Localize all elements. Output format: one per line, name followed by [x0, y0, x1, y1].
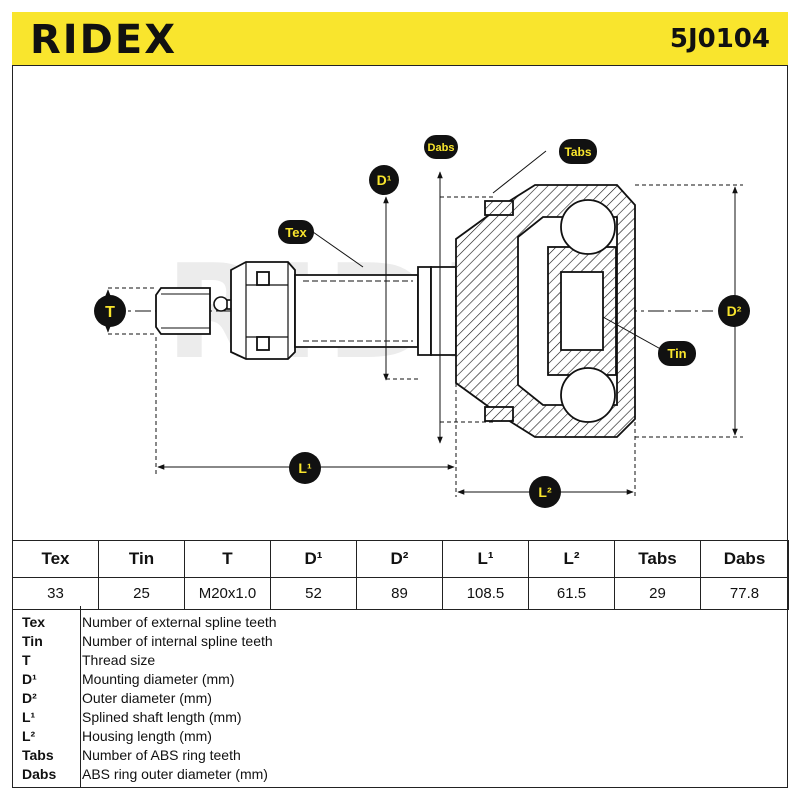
legend-key: D² [22, 690, 37, 706]
label-d2: D² [727, 303, 742, 319]
ridex-logo: RIDEX [30, 17, 178, 63]
legend-key: Tin [22, 633, 43, 649]
spec-value: 61.5 [528, 577, 615, 610]
spec-header: D² [356, 540, 443, 578]
castle-nut [230, 261, 296, 360]
legend-row: L² Housing length (mm) [12, 727, 788, 746]
legend-divider [80, 606, 81, 788]
legend-row: Dabs ABS ring outer diameter (mm) [12, 765, 788, 784]
spec-header: L² [528, 540, 615, 578]
spec-value: 89 [356, 577, 443, 610]
spec-header: T [184, 540, 271, 578]
spec-value: 33 [12, 577, 99, 610]
legend-desc: Number of ABS ring teeth [82, 747, 241, 763]
spec-value: 77.8 [700, 577, 789, 610]
spec-table: Tex Tin T D¹ D² L¹ L² Tabs Dabs 33 25 M2… [12, 540, 789, 610]
legend-key: Dabs [22, 766, 57, 782]
legend-row: D² Outer diameter (mm) [12, 689, 788, 708]
spec-value: 25 [98, 577, 185, 610]
label-l1: L¹ [298, 460, 312, 476]
spec-value: 52 [270, 577, 357, 610]
spec-value: 29 [614, 577, 701, 610]
spec-value-row: 33 25 M20x1.0 52 89 108.5 61.5 29 77.8 [12, 577, 789, 610]
label-tex: Tex [285, 225, 307, 240]
legend-row: L¹ Splined shaft length (mm) [12, 708, 788, 727]
dimension-badges: T D¹ Tex Dabs Tabs D² Tin L¹ L² [94, 135, 750, 508]
spec-header: L¹ [442, 540, 529, 578]
label-l2: L² [538, 484, 552, 500]
spec-header: Tabs [614, 540, 701, 578]
legend-row: T Thread size [12, 651, 788, 670]
legend-desc: Thread size [82, 652, 156, 668]
legend-desc: Housing length (mm) [82, 728, 212, 744]
spec-header: Tex [12, 540, 99, 578]
legend-key: Tex [22, 614, 46, 630]
header-bar: RIDEX 5J0104 [12, 12, 788, 66]
spec-header-row: Tex Tin T D¹ D² L¹ L² Tabs Dabs [12, 540, 789, 578]
label-dabs: Dabs [428, 142, 455, 154]
label-tabs: Tabs [564, 145, 591, 159]
spec-value: M20x1.0 [184, 577, 271, 610]
spec-value: 108.5 [442, 577, 529, 610]
housing-section [455, 184, 636, 438]
legend-key: T [22, 652, 31, 668]
legend-desc: Outer diameter (mm) [82, 690, 212, 706]
legend-row: Tin Number of internal spline teeth [12, 632, 788, 651]
cv-joint-diagram: RIDEX [94, 135, 750, 508]
label-d1: D¹ [377, 172, 392, 188]
legend-key: Tabs [22, 747, 54, 763]
legend-row: D¹ Mounting diameter (mm) [12, 670, 788, 689]
legend-key: L² [22, 728, 36, 744]
spec-header: Dabs [700, 540, 789, 578]
part-number: 5J0104 [669, 24, 770, 54]
legend-key: D¹ [22, 671, 37, 687]
legend-desc: Number of internal spline teeth [82, 633, 273, 649]
spec-header: D¹ [270, 540, 357, 578]
legend-desc: Mounting diameter (mm) [82, 671, 235, 687]
legend-desc: Number of external spline teeth [82, 614, 277, 630]
legend-key: L¹ [22, 709, 36, 725]
label-tin: Tin [667, 346, 686, 361]
legend-desc: ABS ring outer diameter (mm) [82, 766, 268, 782]
legend-row: Tex Number of external spline teeth [12, 613, 788, 632]
legend-desc: Splined shaft length (mm) [82, 709, 242, 725]
threaded-end [155, 287, 211, 335]
splined-shaft [294, 266, 457, 356]
legend: Tex Number of external spline teeth Tin … [12, 606, 788, 788]
legend-row: Tabs Number of ABS ring teeth [12, 746, 788, 765]
spec-header: Tin [98, 540, 185, 578]
label-t: T [105, 304, 115, 321]
